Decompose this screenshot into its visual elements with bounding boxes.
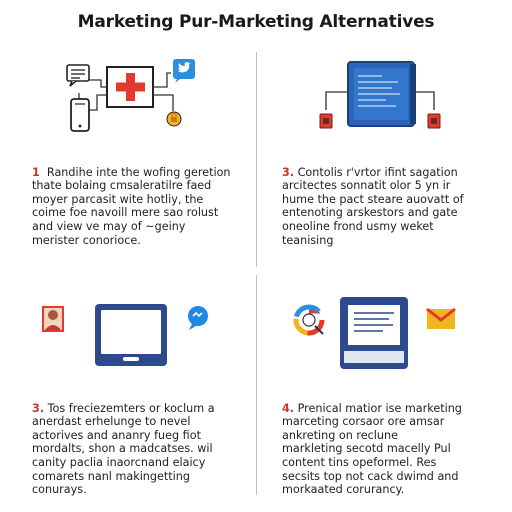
quadrant-2-number: 3.: [282, 165, 295, 179]
quadrant-1-text: 1 Randihe inte the wofing geretion thate…: [32, 152, 247, 247]
document-screen-icon: [340, 297, 408, 369]
padlock-icon: [166, 111, 182, 127]
quadrant-1-illustration: [66, 59, 195, 132]
browser-logo-icon: [293, 304, 325, 336]
chat-bubble-dots-icon: [188, 306, 208, 330]
quadrant-1-number: 1: [32, 165, 40, 179]
quadrant-1-body: Randihe inte the wofing geretion thate b…: [32, 165, 231, 247]
quadrant-3-text: 3. Tos freciezemters or koclum a anerdas…: [32, 388, 247, 497]
vertical-divider-bottom: [256, 275, 257, 495]
quadrant-3-number: 3.: [32, 401, 45, 415]
tablet-icon: [95, 304, 167, 366]
person-avatar-icon: [42, 306, 64, 332]
quadrant-4-body: Prenical matior ise marketing marceting …: [282, 401, 462, 497]
quadrant-4-number: 4.: [282, 401, 295, 415]
padlock-icon: [319, 113, 333, 129]
padlock-icon: [427, 113, 441, 129]
twitter-bird-icon: [173, 59, 195, 83]
smartphone-icon: [70, 98, 90, 132]
quadrant-4-illustration: [293, 297, 456, 369]
page-title: Marketing Pur-Marketing Alternatives: [77, 12, 435, 32]
vertical-divider-top: [256, 52, 257, 267]
quadrant-2-illustration: [319, 61, 441, 129]
quadrant-3-body: Tos freciezemters or koclum a anerdast e…: [32, 401, 215, 497]
chat-bubble-icon: [66, 64, 90, 87]
quadrant-2-body: Contolis r'vrtor ifint sagation arcitect…: [282, 165, 464, 247]
medical-cross-icon: [106, 66, 154, 108]
mail-envelope-icon: [426, 307, 456, 329]
quadrant-2-text: 3. Contolis r'vrtor ifint sagation arcit…: [282, 152, 502, 247]
quadrant-3-illustration: [42, 304, 208, 366]
document-screen-icon: [347, 61, 416, 127]
quadrant-4-text: 4. Prenical matior ise marketing marceti…: [282, 388, 502, 497]
